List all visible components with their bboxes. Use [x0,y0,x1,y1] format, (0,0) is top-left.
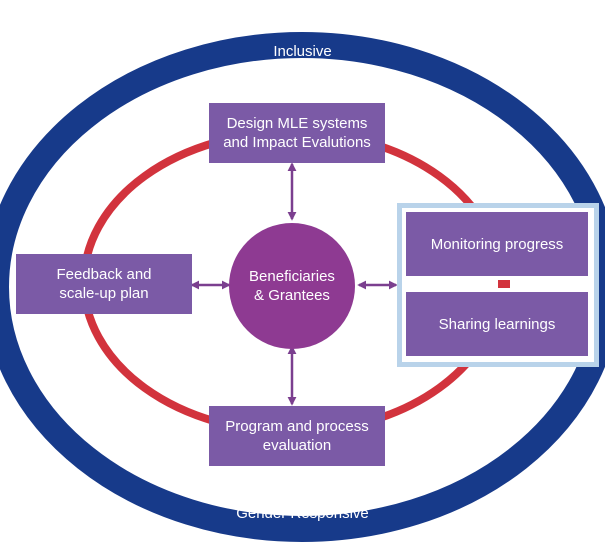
ring-label-gender-responsive: Gender Responsive [236,505,369,522]
outer-ring [0,32,605,542]
node-sharing-learnings: Sharing learnings [406,292,588,356]
node-feedback-scale-up: Feedback and scale-up plan [16,254,192,314]
node-program-process-evaluation: Program and process evaluation [209,406,385,466]
ring-label-inclusive: Inclusive [273,43,332,60]
node-monitoring-progress: Monitoring progress [406,212,588,276]
node-design-mle-systems: Design MLE systems and Impact Evalutions [209,103,385,163]
center-beneficiaries-grantees: Beneficiaries & Grantees [229,223,355,349]
inner-ring-segment-right [498,280,510,288]
